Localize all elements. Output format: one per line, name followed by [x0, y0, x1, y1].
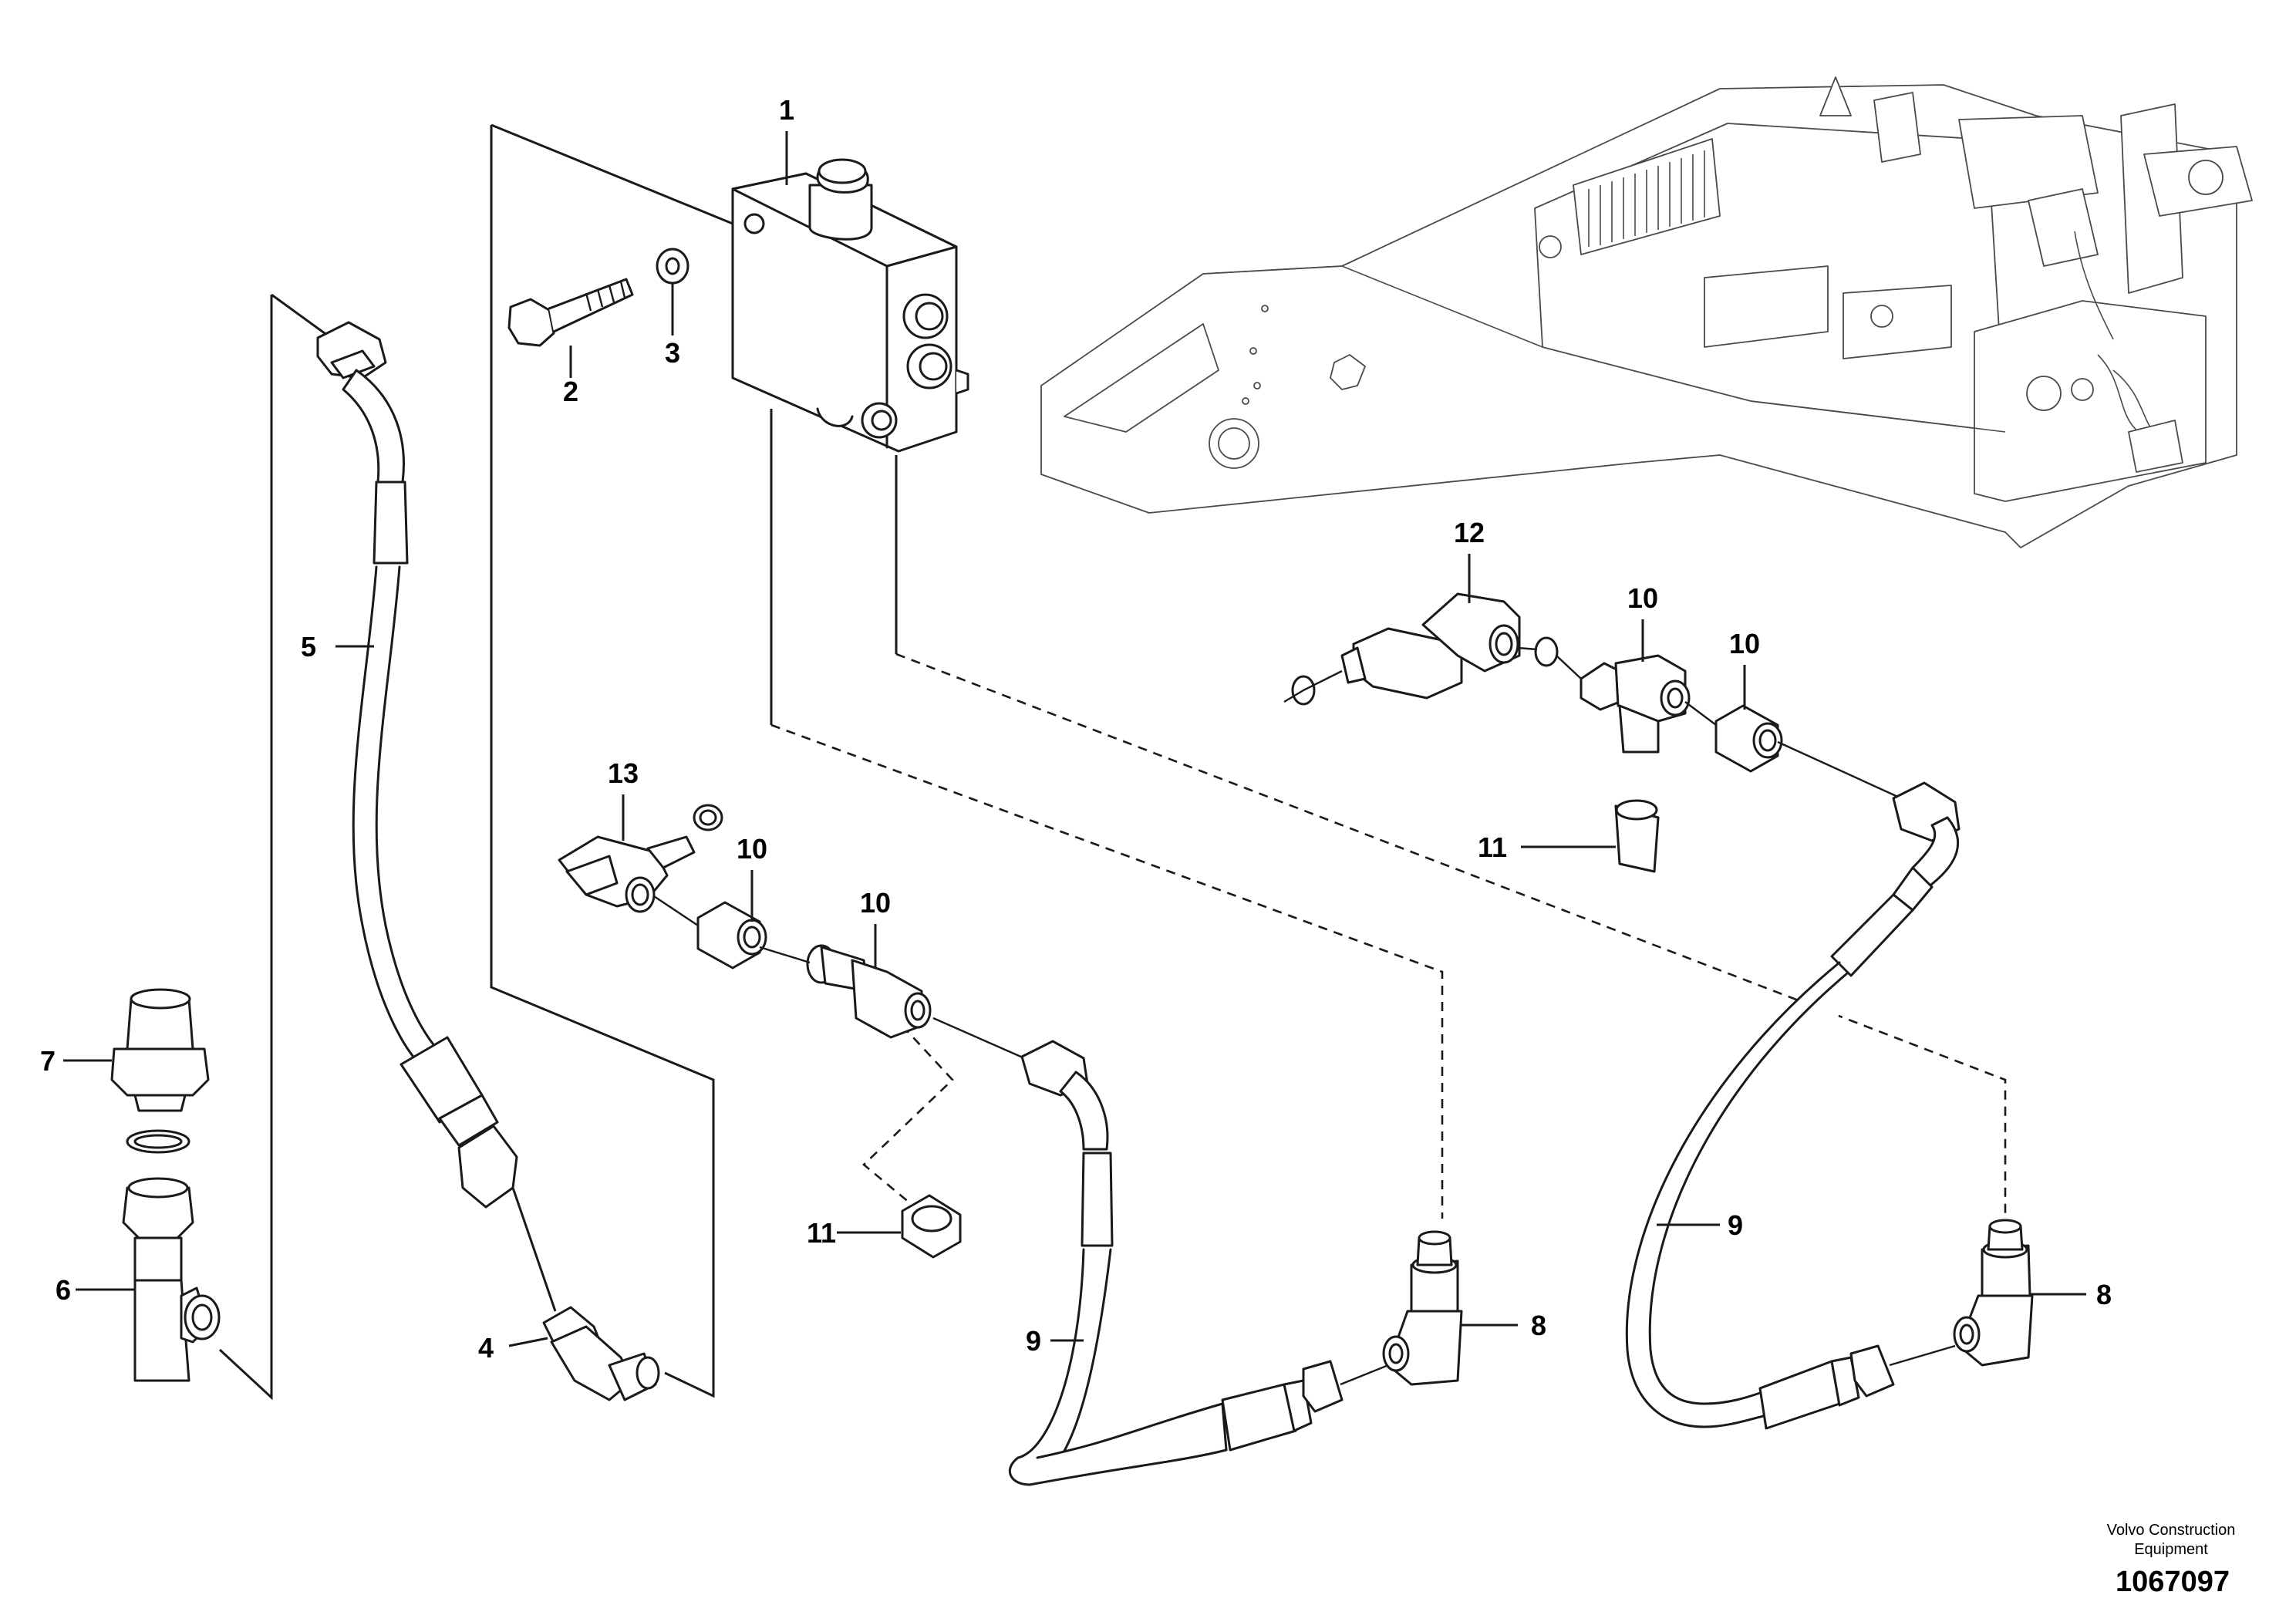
outline-valve-top [491, 123, 733, 225]
callout-leaders [63, 131, 2086, 1347]
callout-labels: 1 2 3 5 7 6 4 13 10 10 11 9 8 12 10 10 1… [40, 94, 2112, 1364]
union-nut-right [1684, 701, 1783, 773]
tee-fitting-right [1556, 654, 1691, 754]
callout-9-b: 9 [1728, 1209, 1743, 1241]
dashed-line-port-right [895, 653, 2007, 1219]
outline-valve-group [490, 125, 715, 1398]
outline-hose-5 [218, 295, 273, 1401]
machine-frame [1040, 76, 2253, 548]
hose-left [316, 321, 518, 1209]
callout-12: 12 [1454, 517, 1485, 548]
callout-11-b: 11 [1478, 831, 1507, 863]
callout-10-b: 10 [860, 887, 891, 919]
o-ring-12-right [1517, 636, 1559, 667]
callout-10-a: 10 [737, 833, 767, 865]
hose-middle [932, 1017, 1344, 1486]
callout-9-a: 9 [1026, 1325, 1041, 1357]
callout-8-b: 8 [2096, 1279, 2112, 1310]
elbow-fitting-13 [558, 835, 696, 913]
document-number: 1067097 [2116, 1566, 2230, 1598]
tee-fitting [122, 1177, 221, 1382]
callout-13: 13 [608, 757, 639, 789]
adapter-fitting [110, 988, 210, 1112]
dashed-line-part-11 [862, 1025, 954, 1204]
callout-2: 2 [563, 376, 578, 407]
hose-right [1625, 740, 1961, 1430]
bolt [507, 278, 634, 347]
o-ring-small [126, 1129, 190, 1154]
union-nut-left [696, 901, 767, 969]
swivel-elbow-12 [1340, 592, 1521, 700]
callout-10-c: 10 [1627, 582, 1658, 614]
o-ring-12-left [1283, 669, 1343, 706]
callout-7: 7 [40, 1045, 56, 1077]
credit-line-2: Equipment [2134, 1541, 2208, 1558]
valve-block [731, 158, 969, 453]
credit-line-1: Volvo Construction [2107, 1522, 2236, 1539]
callout-11-a: 11 [807, 1217, 836, 1249]
assembly-outline-lines [218, 123, 2007, 1401]
callout-4: 4 [478, 1332, 494, 1364]
cap-nut-upper [1614, 799, 1660, 873]
elbow-fitting-right [1889, 1219, 2034, 1367]
callout-1: 1 [779, 94, 794, 126]
drawing-credit: Volvo Construction Equipment 1067097 [2107, 1522, 2236, 1598]
o-ring-13 [693, 804, 723, 831]
elbow-45-fitting [511, 1187, 660, 1401]
callout-6: 6 [56, 1274, 71, 1306]
washer [656, 248, 689, 285]
callout-3: 3 [665, 337, 680, 369]
cap-nut-lower [901, 1194, 962, 1259]
callout-8-a: 8 [1531, 1310, 1546, 1341]
elbow-fitting-middle [1340, 1230, 1463, 1386]
callout-10-d: 10 [1729, 628, 1760, 659]
connector-left [806, 944, 932, 1039]
callout-5: 5 [301, 631, 316, 663]
dashed-line-port-left [770, 723, 1444, 1219]
outline-hose-5-top [271, 293, 329, 337]
